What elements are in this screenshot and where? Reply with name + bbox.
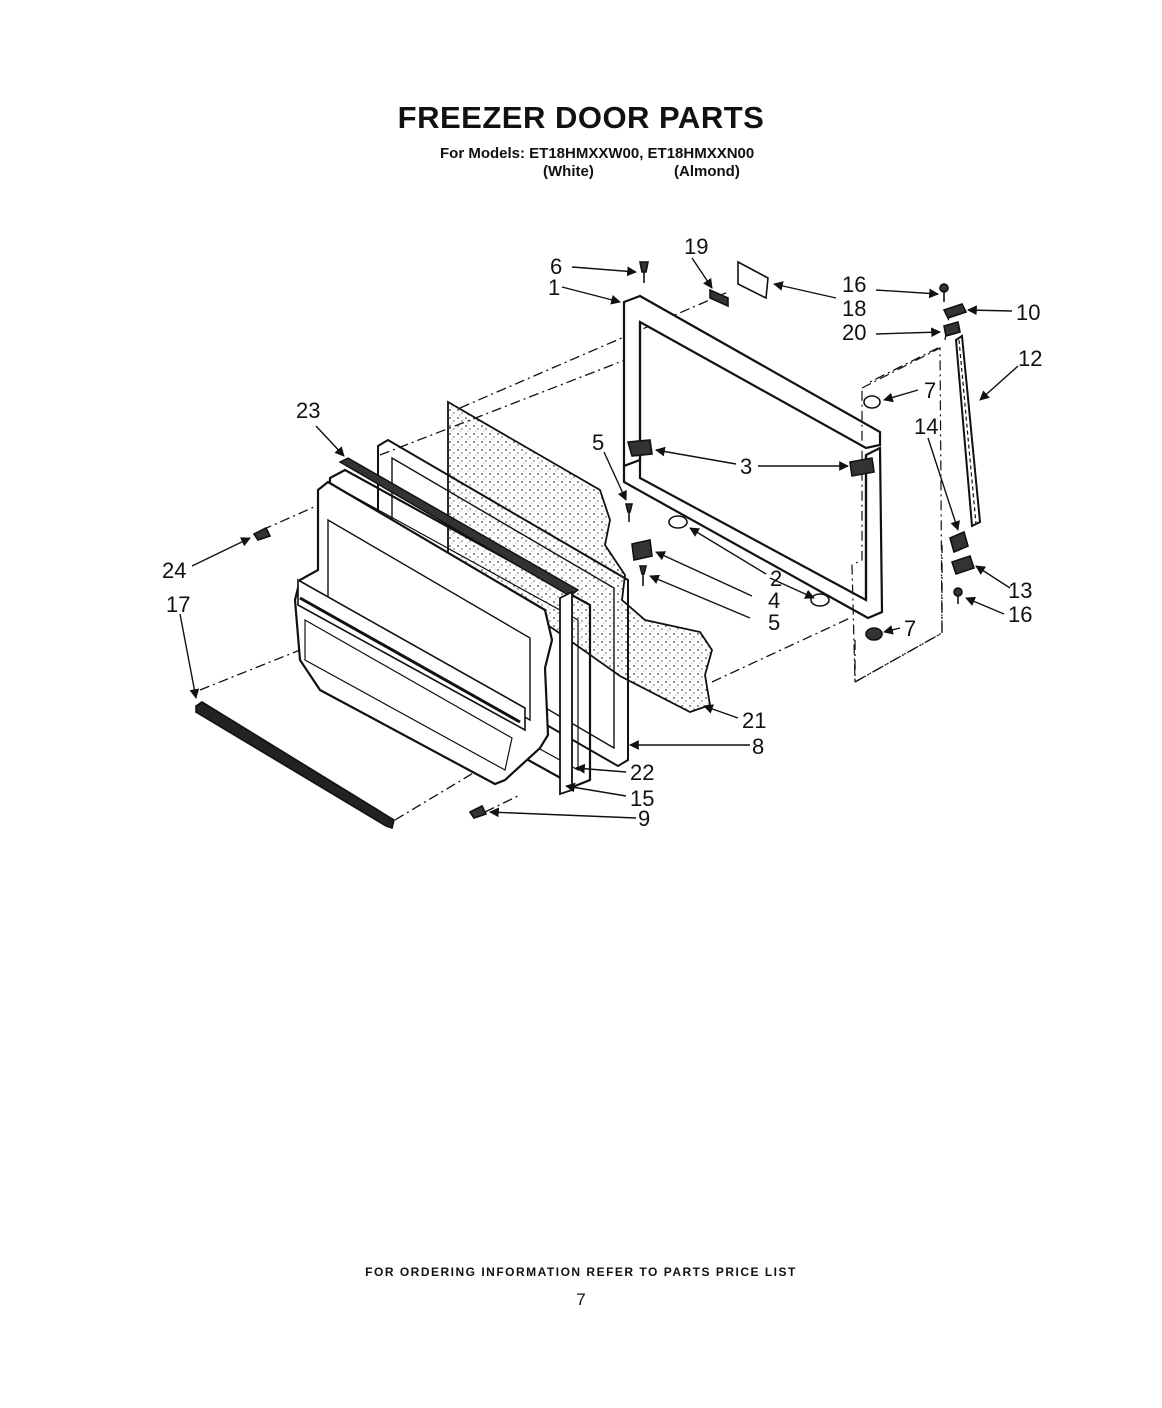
side-panel <box>559 590 573 796</box>
callout-3: 3 <box>740 454 752 479</box>
callout-16-bottom: 16 <box>1008 602 1032 627</box>
callout-24: 24 <box>162 558 186 583</box>
callout-5-lower: 5 <box>768 610 780 635</box>
callout-7-lower: 7 <box>904 616 916 641</box>
callout-8: 8 <box>752 734 764 759</box>
callout-19: 19 <box>684 234 708 259</box>
hardware-pieces <box>252 260 976 819</box>
callout-2: 2 <box>770 566 782 591</box>
callout-15: 15 <box>630 786 654 811</box>
callout-6: 6 <box>550 254 562 279</box>
variant-almond-label: (Almond) <box>674 163 740 180</box>
door-shelf-bar <box>195 701 395 830</box>
callout-21: 21 <box>742 708 766 733</box>
callout-22: 22 <box>630 760 654 785</box>
page-number: 7 <box>576 1290 586 1309</box>
callout-18: 18 <box>842 296 866 321</box>
ordering-note: FOR ORDERING INFORMATION REFER TO PARTS … <box>365 1265 797 1279</box>
hinge-bracket-plate <box>851 347 943 684</box>
callout-10: 10 <box>1016 300 1040 325</box>
page-title: FREEZER DOOR PARTS <box>397 100 765 135</box>
callout-12: 12 <box>1018 346 1042 371</box>
variant-white-label: (White) <box>543 163 594 180</box>
callout-16-top: 16 <box>842 272 866 297</box>
callout-9: 9 <box>638 806 650 831</box>
callout-7-upper: 7 <box>924 378 936 403</box>
callout-4: 4 <box>768 588 780 613</box>
callout-23: 23 <box>296 398 320 423</box>
models-line: For Models: ET18HMXXW00, ET18HMXXN00 <box>440 145 755 162</box>
insulation-panel <box>447 400 713 713</box>
callout-17: 17 <box>166 592 190 617</box>
callout-14: 14 <box>914 414 938 439</box>
leader-arrows <box>179 257 1019 819</box>
door-frame <box>622 294 884 620</box>
callout-labels: 1 2 3 4 5 5 6 7 7 8 9 10 12 13 14 15 16 … <box>162 234 1042 831</box>
callout-5-upper: 5 <box>592 430 604 455</box>
gasket-strip <box>338 457 580 597</box>
door-liner <box>293 480 554 786</box>
callout-13: 13 <box>1008 578 1032 603</box>
callout-20: 20 <box>842 320 866 345</box>
callout-1: 1 <box>548 275 560 300</box>
